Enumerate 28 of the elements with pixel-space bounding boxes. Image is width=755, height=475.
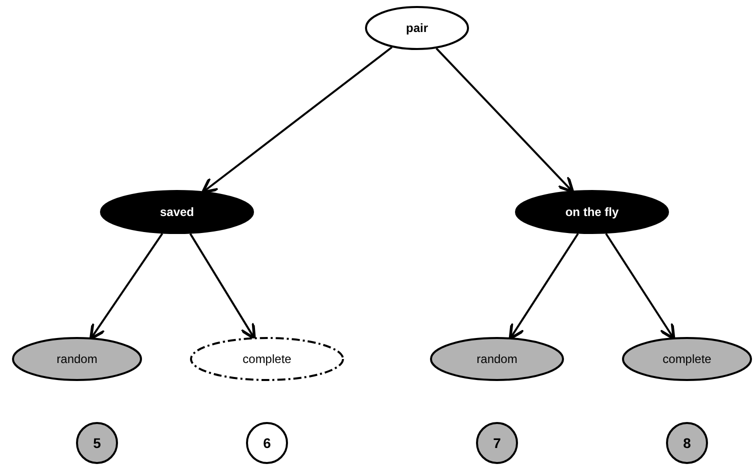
node-label: on the fly	[564, 205, 620, 219]
ellipse-node	[430, 337, 564, 381]
arrow	[89, 233, 164, 340]
number-circle	[76, 422, 118, 464]
arrow	[436, 48, 574, 194]
arrow	[605, 233, 676, 340]
node-label: 5	[92, 435, 102, 451]
node-label: pair	[404, 21, 429, 35]
ellipse-node	[515, 190, 669, 234]
number-circle	[476, 422, 518, 464]
node-label: 8	[682, 435, 692, 451]
node-label: complete	[242, 352, 292, 366]
node-label: 7	[492, 435, 502, 451]
node-label: random	[476, 352, 518, 366]
ellipse-node	[190, 337, 344, 381]
number-circle	[666, 422, 708, 464]
ellipse-node	[12, 337, 142, 381]
node-label: saved	[158, 205, 196, 219]
node-label: complete	[662, 352, 712, 366]
node-label: random	[56, 352, 98, 366]
ellipse-node	[100, 190, 254, 234]
ellipse-node	[622, 337, 752, 381]
node-label: 6	[262, 435, 272, 451]
arrow	[508, 233, 579, 340]
arrow	[189, 233, 256, 340]
arrow	[201, 46, 392, 194]
number-circle	[246, 422, 288, 464]
ellipse-node	[365, 6, 469, 50]
